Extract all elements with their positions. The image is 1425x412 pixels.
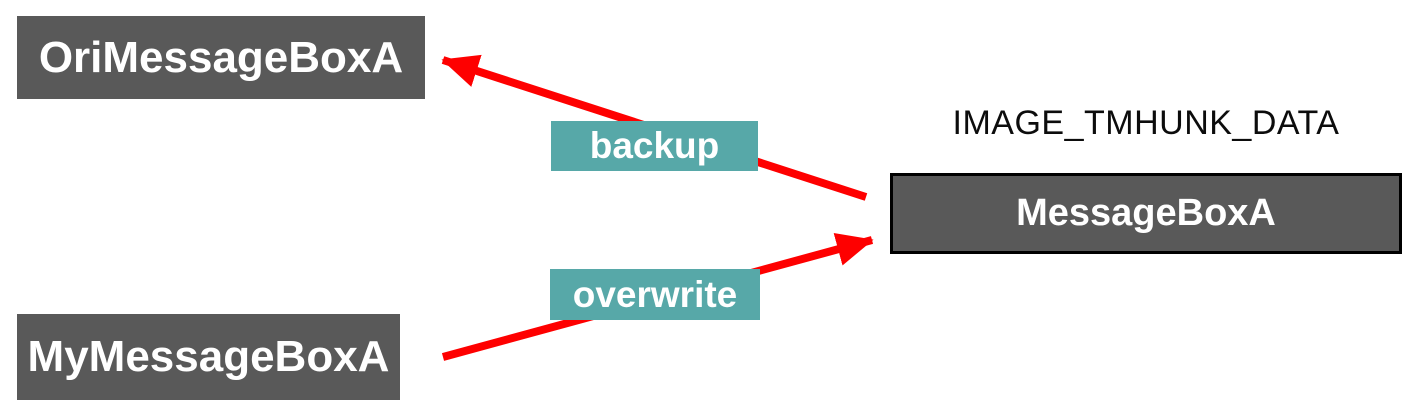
- overwrite-arrow-label: overwrite: [550, 269, 760, 320]
- messageboxa-box: MessageBoxA: [890, 173, 1402, 254]
- my-messageboxa-box: MyMessageBoxA: [17, 314, 400, 400]
- image-thunk-data-caption: IMAGE_TMHUNK_DATA: [952, 104, 1340, 142]
- backup-arrow-label: backup: [551, 121, 758, 171]
- ori-messageboxa-box: OriMessageBoxA: [17, 16, 425, 99]
